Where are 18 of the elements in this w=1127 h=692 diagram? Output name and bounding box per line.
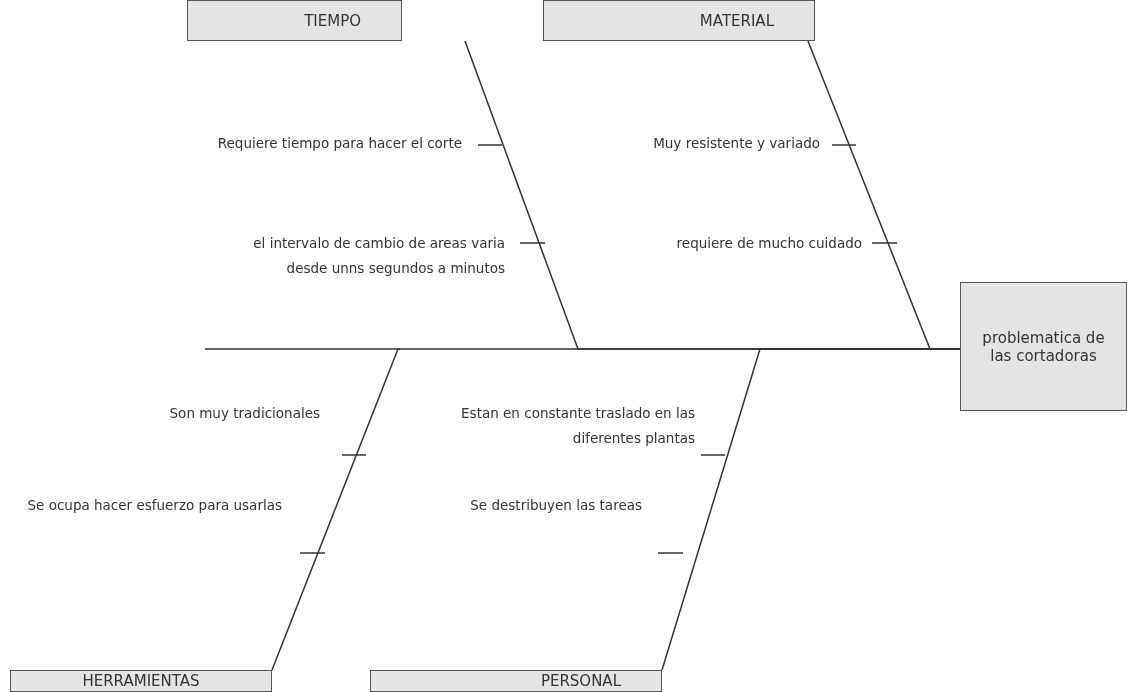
cause-text: Se destribuyen las tareas — [469, 496, 642, 515]
category-box — [370, 670, 662, 692]
cause-text: requiere de mucho cuidado — [675, 234, 862, 253]
category-title: HERRAMIENTAS — [82, 672, 200, 690]
problem-box — [960, 282, 1127, 411]
cause-text: Se ocupa hacer esfuerzo para usarlas — [26, 496, 282, 515]
problem-text: problematica de las cortadoras — [981, 328, 1106, 365]
category-title: PERSONAL — [540, 672, 621, 690]
cause-text: Estan en constante traslado en las diferentes plantas — [460, 404, 695, 448]
category-box — [543, 0, 815, 41]
category-title: MATERIAL — [699, 11, 774, 30]
category-box — [187, 0, 402, 41]
category-title: TIEMPO — [304, 11, 361, 30]
cause-text: Son muy tradicionales — [168, 404, 320, 423]
cause-text: el intervalo de cambio de areas varia desde unns segundos a minutos — [252, 234, 505, 278]
cause-text: Muy resistente y variado — [652, 134, 820, 153]
category-box — [10, 670, 272, 692]
cause-text: Requiere tiempo para hacer el corte — [216, 134, 462, 153]
